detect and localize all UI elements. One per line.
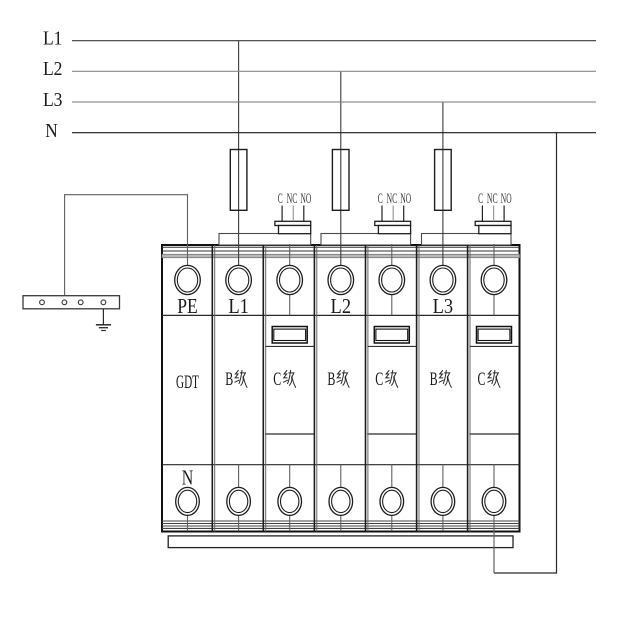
svg-text:N: N: [182, 465, 194, 489]
svg-text:PE: PE: [177, 294, 198, 318]
svg-text:C: C: [478, 191, 483, 207]
svg-text:L1: L1: [43, 27, 63, 49]
svg-text:C: C: [273, 369, 281, 390]
svg-text:NC: NC: [487, 191, 498, 207]
svg-text:C: C: [278, 191, 283, 207]
svg-text:B: B: [327, 369, 335, 390]
svg-text:B: B: [430, 369, 438, 390]
svg-text:L3: L3: [433, 294, 454, 318]
svg-text:L1: L1: [228, 294, 249, 318]
svg-text:B: B: [225, 369, 233, 390]
svg-text:C: C: [378, 191, 383, 207]
svg-text:NO: NO: [301, 191, 312, 207]
svg-text:NC: NC: [287, 191, 298, 207]
svg-text:C: C: [375, 369, 383, 390]
svg-text:NC: NC: [387, 191, 398, 207]
svg-text:L3: L3: [43, 89, 63, 111]
svg-text:C: C: [478, 369, 486, 390]
svg-text:NO: NO: [501, 191, 512, 207]
svg-text:GDT: GDT: [176, 372, 199, 393]
svg-text:NO: NO: [400, 191, 411, 207]
svg-text:L2: L2: [43, 58, 63, 80]
svg-text:L2: L2: [331, 294, 352, 318]
svg-text:N: N: [45, 120, 58, 142]
